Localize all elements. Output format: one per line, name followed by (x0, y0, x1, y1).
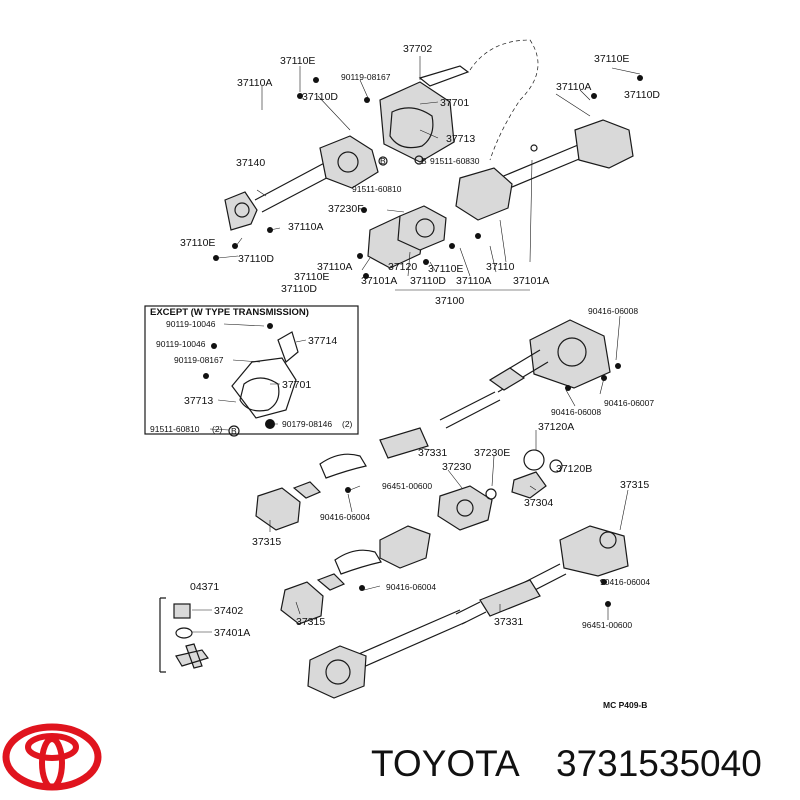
callout-label: 37101A (361, 275, 397, 287)
universal-joint-kit (159, 597, 212, 673)
callout-label: 91511-60810 (352, 184, 402, 194)
callout-label: 90416-06004 (320, 512, 370, 522)
rear-propeller-shaft-exploded (255, 315, 629, 699)
callout-label: 37110D (410, 275, 446, 287)
callout-label: 37331 (418, 447, 447, 459)
callout-label: 37713 (446, 133, 475, 145)
callout-label: 37402 (214, 605, 243, 617)
callout-label: 37401A (214, 627, 250, 639)
callout-label: B (231, 426, 237, 436)
callout-label: 37304 (524, 497, 553, 509)
callout-label: 37120 (388, 261, 417, 273)
except-box (144, 305, 359, 437)
upper-labels: 37110E 37702 37110E 37110A 90119-08167 3… (180, 43, 660, 307)
callout-label: 90416-06004 (600, 577, 650, 587)
callout-label: 37110D (238, 253, 274, 265)
callout-label: 37110A (556, 81, 591, 93)
callout-label: 37315 (296, 616, 325, 628)
part-number: 3731535040 (556, 743, 762, 784)
callout-label: 37110A (237, 77, 272, 89)
callout-label: 90119-10046 (166, 319, 216, 329)
callout-label: 37702 (403, 43, 432, 55)
callout-label: B (421, 156, 427, 166)
callout-label: 37110D (281, 283, 317, 295)
callout-label: 37331 (494, 616, 523, 628)
callout-label: 37230 (442, 461, 471, 473)
callout-label: 90416-06008 (588, 306, 638, 316)
callout-label: 37110E (280, 55, 315, 67)
callout-label: 37110 (486, 261, 515, 273)
callout-label: 37714 (308, 335, 337, 347)
callout-label: 37230E (474, 447, 510, 459)
callout-label: (2) (212, 424, 223, 434)
callout-label: 96451-00600 (382, 481, 432, 491)
callout-label: 37101A (513, 275, 549, 287)
callout-label: 37100 (435, 295, 464, 307)
callout-label: 37315 (620, 479, 649, 491)
callout-label: 91511-60810 (150, 424, 200, 434)
diagram-reference-code: MC P409-B (603, 700, 647, 710)
callout-label: 96451-00600 (582, 620, 632, 630)
callout-label: 37315 (252, 536, 281, 548)
kit-labels: 04371 37402 37401A (190, 581, 250, 639)
callout-label: 37120A (538, 421, 574, 433)
callout-label: 37701 (440, 97, 469, 109)
callout-label: 37713 (184, 395, 213, 407)
callout-label: 90416-06007 (604, 398, 654, 408)
callout-label: 04371 (190, 581, 219, 593)
callout-label: 37110D (624, 89, 660, 101)
callout-label: 90416-06008 (551, 407, 601, 417)
callout-label: 37120B (556, 463, 592, 475)
callout-label: 37110E (180, 237, 215, 249)
callout-label: 37230F (328, 203, 364, 215)
callout-label: 37110E (294, 271, 329, 283)
callout-label: 37110A (317, 261, 352, 273)
brand-name: TOYOTA (371, 743, 520, 784)
callout-label: 37701 (282, 379, 311, 391)
callout-label: 90119-08167 (341, 72, 391, 82)
callout-label: 37110A (288, 221, 323, 233)
callout-label: 90179-08146 (282, 419, 332, 429)
callout-label: 91511-60830 (430, 156, 480, 166)
callout-label: B (380, 156, 386, 166)
callout-label: 37110E (428, 263, 463, 275)
callout-label: 37110A (456, 275, 491, 287)
callout-label: 90416-06004 (386, 582, 436, 592)
toyota-logo (2, 723, 102, 791)
lower-labels: 90416-06008 90416-06007 90416-06008 3733… (252, 306, 654, 630)
except-box-header: EXCEPT (W TYPE TRANSMISSION) (150, 307, 309, 318)
callout-label: 37110E (594, 53, 629, 65)
callout-label: 37140 (236, 157, 265, 169)
callout-label: 90119-08167 (174, 355, 224, 365)
callout-label: 37110D (302, 91, 338, 103)
front-propeller-shaft (213, 39, 643, 291)
callout-label: (2) (342, 419, 353, 429)
except-box-labels: EXCEPT (W TYPE TRANSMISSION) 90119-10046… (150, 307, 353, 436)
callout-label: 90119-10046 (156, 339, 206, 349)
